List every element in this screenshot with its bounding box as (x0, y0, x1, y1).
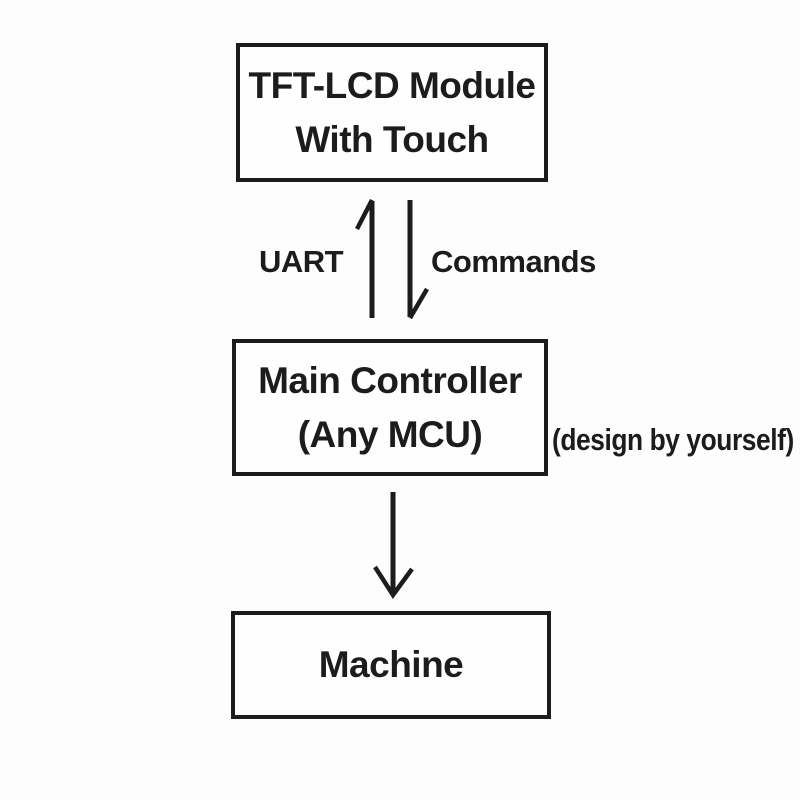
node-machine-label: Machine (318, 644, 464, 685)
commands-down-arrow-icon (407, 200, 429, 320)
uart-up-arrow-icon (355, 198, 375, 318)
node-tft-lcd-module-label-line1: TFT-LCD Module (248, 64, 536, 106)
mcu-to-machine-down-arrow-icon (373, 492, 414, 599)
design-by-yourself-note: (design by yourself) (552, 422, 794, 457)
commands-edge-label: Commands (431, 244, 596, 279)
uart-edge-label: UART (259, 244, 344, 279)
node-machine: Machine (231, 611, 551, 719)
node-main-controller-label-line1: Main Controller (258, 359, 522, 401)
node-tft-lcd-module-label-line2: With Touch (295, 118, 489, 160)
node-main-controller-label-line2: (Any MCU) (297, 413, 483, 455)
node-main-controller: Main Controller (Any MCU) (232, 339, 548, 476)
node-tft-lcd-module: TFT-LCD Module With Touch (236, 43, 548, 182)
